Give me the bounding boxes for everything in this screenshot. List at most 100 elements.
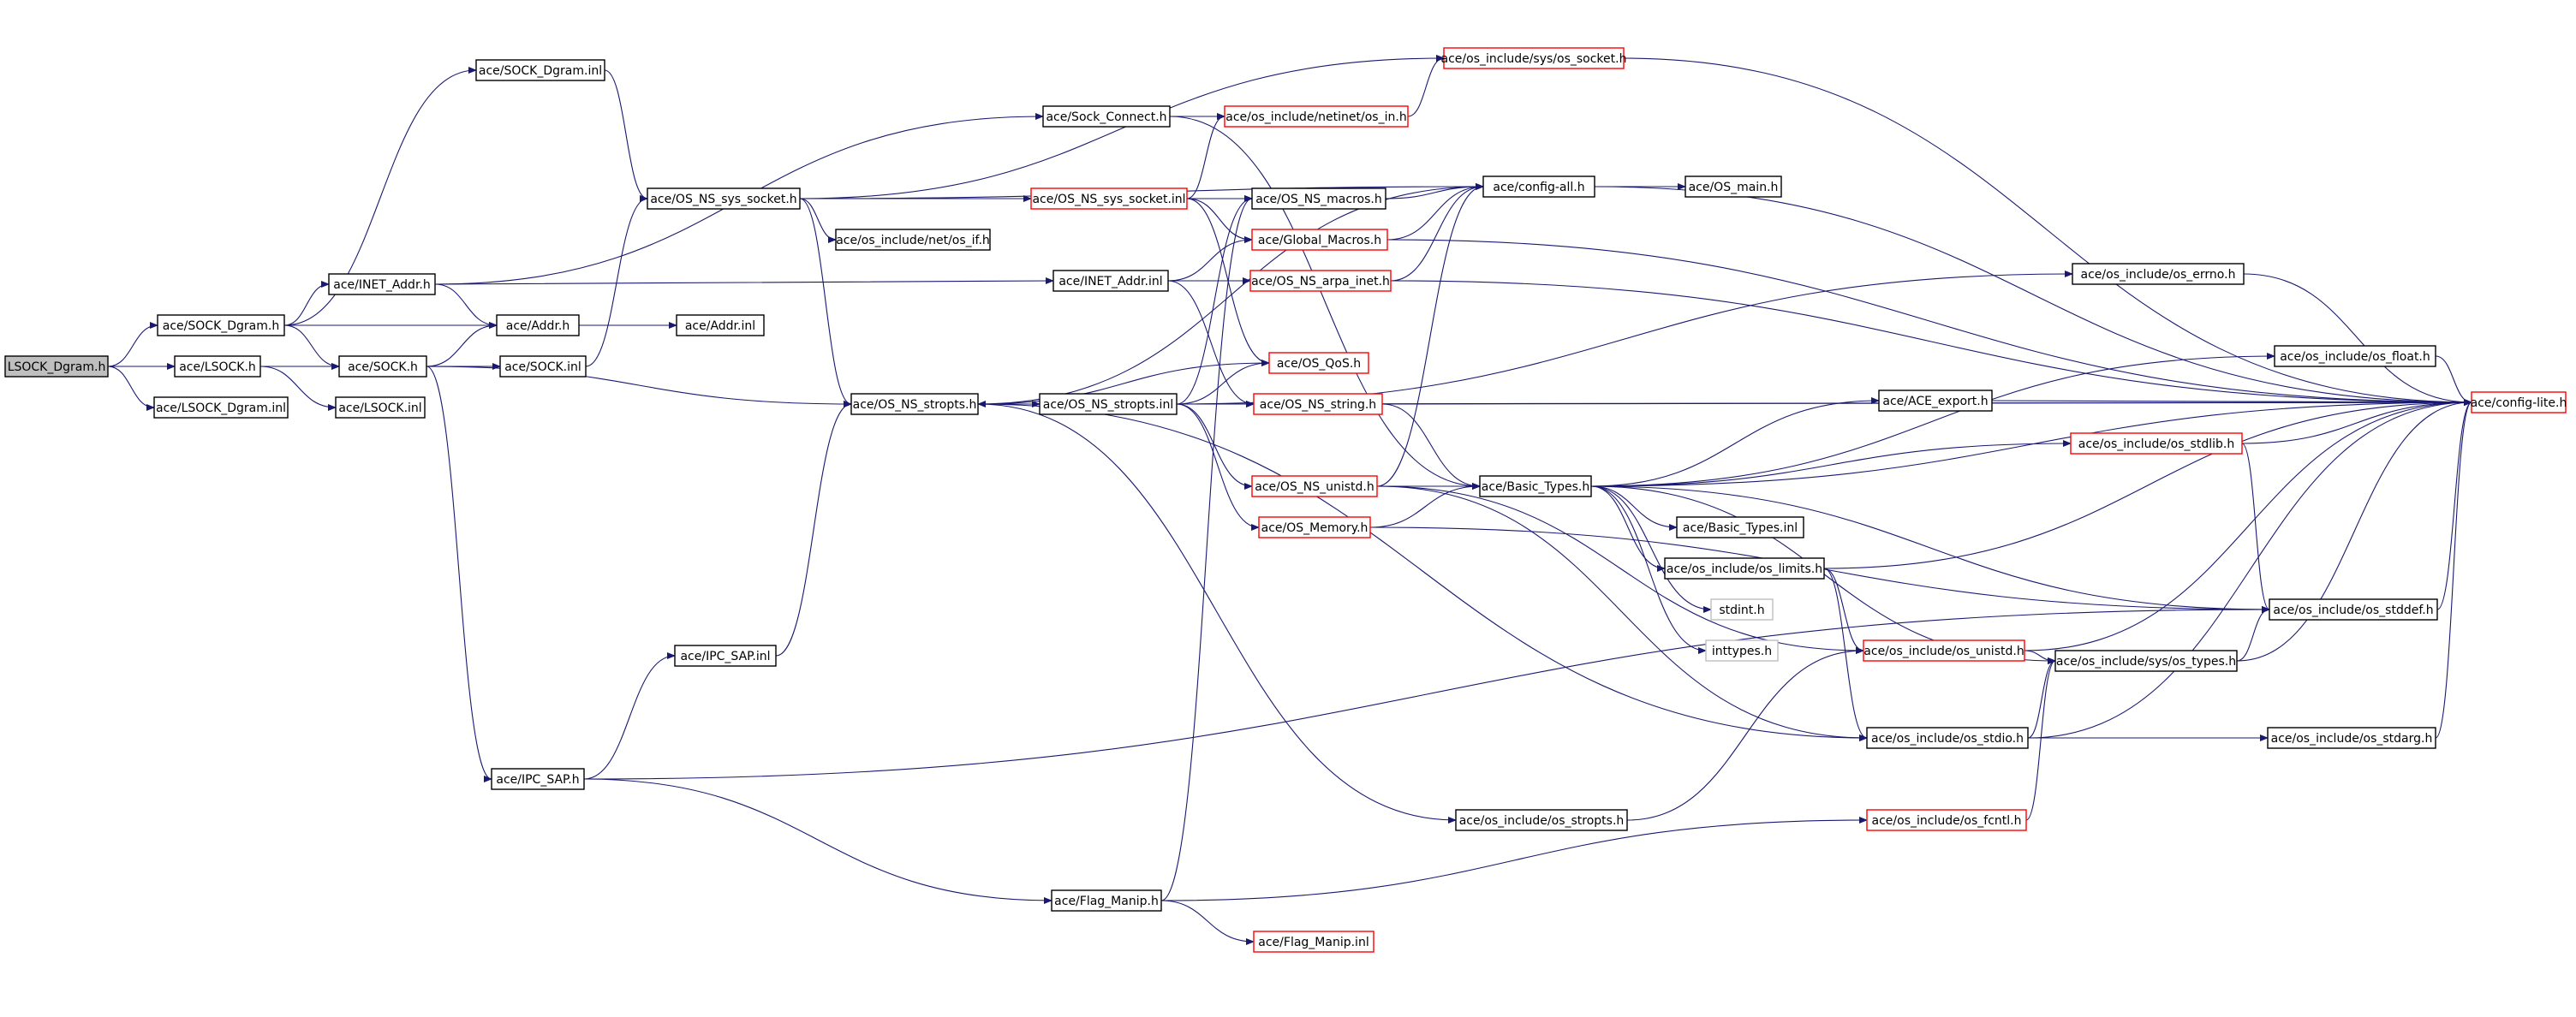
node-label: ace/OS_QoS.h	[1277, 357, 1361, 371]
node-basic-types-inl[interactable]: ace/Basic_Types.inl	[1676, 516, 1804, 538]
edge-os-sys-socket-h-to-config-lite-h	[1623, 57, 2472, 406]
node-label: ace/SOCK.h	[348, 360, 418, 374]
edge-sock-connect-h-to-basic-types-h	[1169, 116, 1481, 490]
node-os-ns-qos-h[interactable]: ace/OS_QoS.h	[1268, 352, 1369, 374]
edge-ipc-sap-inl-to-os-ns-stropts-h	[775, 401, 852, 657]
edge-flag-manip-h-to-os-ns-macros-h	[1160, 195, 1253, 901]
node-os-types-h[interactable]: ace/os_include/sys/os_types.h	[2054, 650, 2238, 672]
node-label: ace/os_include/os_stdarg.h	[2271, 732, 2433, 746]
node-box	[835, 229, 991, 251]
node-os-ns-unistd-h[interactable]: ace/OS_NS_unistd.h	[1251, 475, 1378, 497]
edge-os-ns-stropts-inl-to-os-errno-h	[1176, 271, 2073, 405]
node-lsock-dgram-h[interactable]: LSOCK_Dgram.h	[4, 355, 109, 378]
node-os-unistd-h[interactable]: ace/os_include/os_unistd.h	[1863, 639, 2025, 662]
node-ipc-sap-inl[interactable]: ace/IPC_SAP.inl	[674, 645, 777, 667]
node-basic-types-h[interactable]: ace/Basic_Types.h	[1479, 475, 1592, 497]
edge-os-ns-sys-socket-h-to-os-sys-socket-h	[799, 55, 1445, 199]
node-lsock-dgram-inl[interactable]: ace/LSOCK_Dgram.inl	[153, 396, 289, 419]
node-box	[1030, 187, 1188, 210]
node-lsock-h[interactable]: ace/LSOCK.h	[174, 355, 261, 378]
node-inet-addr-h[interactable]: ace/INET_Addr.h	[328, 273, 436, 295]
node-label: ace/SOCK_Dgram.h	[163, 319, 279, 333]
edge-os-ns-unistd-h-to-config-all-h	[1376, 183, 1484, 487]
node-sock-h[interactable]: ace/SOCK.h	[338, 355, 427, 378]
edge-inet-addr-h-to-addr-h	[434, 283, 498, 329]
edge-ace-export-h-to-config-lite-h	[1991, 398, 2472, 406]
node-label: ace/Global_Macros.h	[1258, 234, 1381, 247]
node-os-stddef-h[interactable]: ace/os_include/os_stddef.h	[2269, 598, 2438, 621]
node-flag-manip-inl[interactable]: ace/Flag_Manip.inl	[1253, 931, 1374, 953]
node-os-stropts-h[interactable]: ace/os_include/os_stropts.h	[1455, 809, 1628, 831]
node-os-ns-macros-h[interactable]: ace/OS_NS_macros.h	[1251, 187, 1386, 210]
node-label: ace/os_include/netinet/os_in.h	[1225, 110, 1406, 124]
edge-flag-manip-h-to-flag-manip-inl	[1160, 900, 1255, 945]
edge-basic-types-h-to-os-limits-h	[1590, 485, 1666, 572]
node-os-memory-h[interactable]: ace/OS_Memory.h	[1258, 516, 1371, 538]
node-config-lite-h[interactable]: ace/config-lite.h	[2471, 391, 2567, 413]
edge-os-limits-h-to-os-stdio-h	[1823, 568, 1868, 741]
node-box	[1042, 105, 1171, 128]
node-flag-manip-h[interactable]: ace/Flag_Manip.h	[1051, 889, 1162, 912]
node-box	[1455, 809, 1628, 831]
node-inttypes-h[interactable]: inttypes.h	[1705, 639, 1779, 662]
edge-os-types-h-to-config-lite-h	[2236, 399, 2472, 662]
edge-os-ns-stropts-h-to-os-stdio-h	[977, 403, 1868, 741]
node-sock-dgram-h[interactable]: ace/SOCK_Dgram.h	[157, 314, 285, 336]
node-ipc-sap-h[interactable]: ace/IPC_SAP.h	[491, 768, 585, 790]
node-box	[1705, 639, 1779, 662]
node-box	[1251, 475, 1378, 497]
node-box	[2070, 432, 2243, 455]
node-os-float-h[interactable]: ace/os_include/os_float.h	[2274, 345, 2436, 367]
node-os-stdio-h[interactable]: ace/os_include/os_stdio.h	[1866, 727, 2029, 749]
node-box	[1664, 557, 1825, 580]
node-box	[1443, 47, 1625, 69]
edge-basic-types-h-to-basic-types-inl	[1590, 485, 1678, 531]
edge-basic-types-h-to-os-float-h	[1590, 353, 2275, 487]
node-box	[1253, 931, 1374, 953]
node-box	[335, 396, 426, 419]
node-os-fcntl-h[interactable]: ace/os_include/os_fcntl.h	[1866, 809, 2027, 831]
node-box	[4, 355, 109, 378]
node-label: ace/INET_Addr.h	[333, 278, 431, 292]
edge-basic-types-h-to-stdint-h	[1590, 485, 1712, 613]
edge-os-ns-stropts-inl-to-os-memory-h	[1176, 403, 1260, 531]
edge-os-ns-stropts-inl-to-os-ns-macros-h	[1176, 195, 1253, 405]
node-label: ace/OS_NS_stropts.h	[853, 398, 977, 412]
node-label: ace/os_include/net/os_if.h	[836, 234, 990, 247]
node-sock-connect-h[interactable]: ace/Sock_Connect.h	[1042, 105, 1171, 128]
node-ace-export-h[interactable]: ace/ACE_export.h	[1878, 390, 1993, 412]
node-label: ace/LSOCK.inl	[338, 401, 421, 415]
node-box	[1039, 393, 1178, 415]
edge-inet-addr-inl-to-global-macros-h	[1167, 236, 1253, 282]
node-os-errno-h[interactable]: ace/os_include/os_errno.h	[2072, 263, 2245, 285]
node-os-limits-h[interactable]: ace/os_include/os_limits.h	[1664, 557, 1825, 580]
node-global-macros-h[interactable]: ace/Global_Macros.h	[1251, 229, 1388, 251]
node-label: ace/ACE_export.h	[1882, 395, 1988, 408]
node-inet-addr-inl[interactable]: ace/INET_Addr.inl	[1052, 270, 1169, 292]
node-os-sys-socket-h[interactable]: ace/os_include/sys/os_socket.h	[1441, 47, 1627, 69]
node-os-stdlib-h[interactable]: ace/os_include/os_stdlib.h	[2070, 432, 2243, 455]
node-stdint-h[interactable]: stdint.h	[1710, 598, 1774, 621]
node-os-ns-sys-socket-inl[interactable]: ace/OS_NS_sys_socket.inl	[1030, 187, 1188, 210]
node-box	[676, 314, 765, 336]
node-sock-dgram-inl[interactable]: ace/SOCK_Dgram.inl	[475, 59, 605, 81]
node-os-ns-string-h[interactable]: ace/OS_NS_string.h	[1253, 393, 1383, 415]
node-config-all-h[interactable]: ace/config-all.h	[1482, 175, 1595, 198]
node-os-ns-sys-socket-h[interactable]: ace/OS_NS_sys_socket.h	[647, 187, 801, 210]
node-label: ace/os_include/sys/os_socket.h	[1441, 52, 1627, 66]
node-lsock-inl[interactable]: ace/LSOCK.inl	[335, 396, 426, 419]
node-os-if-h[interactable]: ace/os_include/net/os_if.h	[835, 229, 991, 251]
node-os-ns-stropts-inl[interactable]: ace/OS_NS_stropts.inl	[1039, 393, 1178, 415]
node-box	[1224, 105, 1409, 128]
node-label: ace/os_include/os_stropts.h	[1459, 814, 1625, 828]
node-os-ns-stropts-h[interactable]: ace/OS_NS_stropts.h	[850, 393, 979, 415]
node-os-in-h[interactable]: ace/os_include/netinet/os_in.h	[1224, 105, 1409, 128]
node-os-ns-arpa-inet-h[interactable]: ace/OS_NS_arpa_inet.h	[1249, 270, 1392, 292]
node-addr-h[interactable]: ace/Addr.h	[496, 314, 580, 336]
node-sock-inl[interactable]: ace/SOCK.inl	[499, 355, 587, 378]
node-addr-inl[interactable]: ace/Addr.inl	[676, 314, 765, 336]
node-os-stdarg-h[interactable]: ace/os_include/os_stdarg.h	[2267, 727, 2436, 749]
node-os-main-h[interactable]: ace/OS_main.h	[1685, 175, 1782, 198]
edge-inet-addr-inl-to-os-ns-string-h	[1167, 280, 1255, 407]
node-label: ace/os_include/os_float.h	[2280, 350, 2430, 364]
